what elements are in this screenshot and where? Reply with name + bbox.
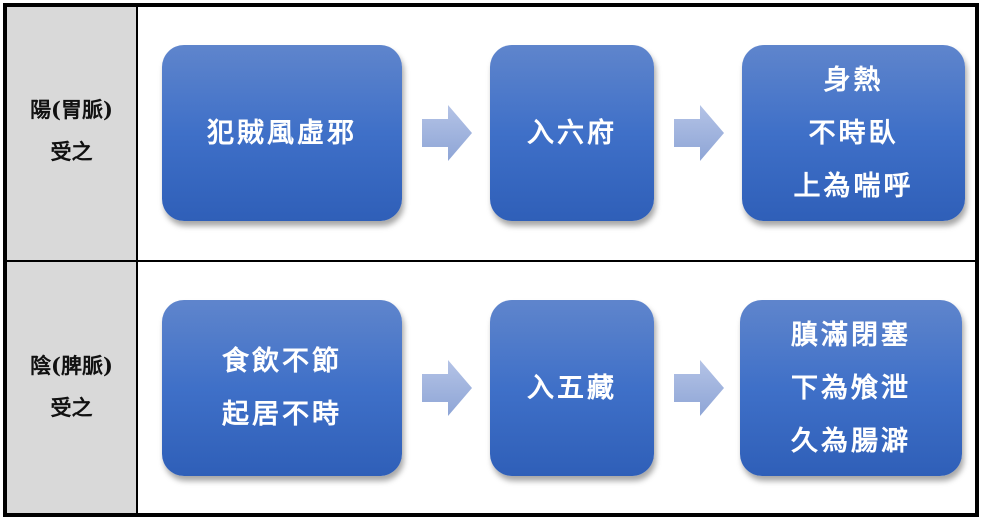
step-text: 不時臥 xyxy=(808,117,899,149)
step-text: 入六府 xyxy=(527,117,617,149)
step-text: 䐜滿閉塞 xyxy=(791,319,911,351)
row-label-line: 受之 xyxy=(50,139,93,164)
arrow-right-icon xyxy=(422,360,472,416)
arrow-right-icon xyxy=(674,360,724,416)
step-text: 上為喘呼 xyxy=(793,170,914,202)
step-text: 下為飧泄 xyxy=(791,372,911,404)
row-label-yang: 陽(胃脈) 受之 xyxy=(7,89,136,173)
row-label-line: 陽(胃脈) xyxy=(30,97,113,122)
row-label-line: 受之 xyxy=(50,395,93,420)
step-box-enter: 入五藏 xyxy=(490,300,654,476)
step-text: 身熱 xyxy=(823,64,884,96)
step-text: 入五藏 xyxy=(527,372,617,404)
arrow-right-icon xyxy=(422,105,472,161)
arrow-right-icon xyxy=(674,105,724,161)
step-box-result: 身熱 不時臥 上為喘呼 xyxy=(742,45,965,221)
step-text: 食飲不節 xyxy=(222,346,342,377)
step-box-cause: 食飲不節 起居不時 xyxy=(162,300,402,476)
row-label-line: 陰(脾脈) xyxy=(30,353,113,378)
step-box-enter: 入六府 xyxy=(490,45,654,221)
step-box-result: 䐜滿閉塞 下為飧泄 久為腸澼 xyxy=(740,300,962,476)
diagram-table: 陽(胃脈) 受之 陰(脾脈) 受之 犯賊風虛邪 入六府 身熱 不時臥 上為喘呼 … xyxy=(3,3,979,517)
step-text: 久為腸澼 xyxy=(791,425,911,457)
step-box-cause: 犯賊風虛邪 xyxy=(162,45,402,221)
step-text: 犯賊風虛邪 xyxy=(207,117,357,149)
row-divider xyxy=(7,260,975,262)
step-text: 起居不時 xyxy=(222,399,342,430)
row-label-yin: 陰(脾脈) 受之 xyxy=(7,345,136,429)
